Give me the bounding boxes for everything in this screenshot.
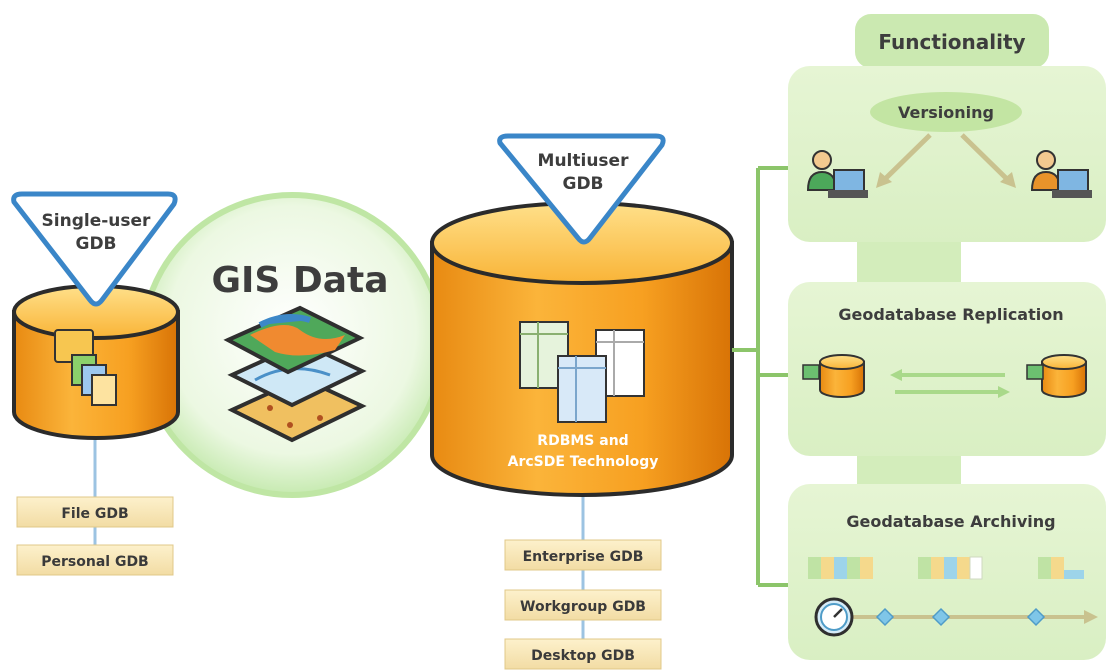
timeline-marker [931, 607, 951, 627]
gis-data-circle: GIS Data [139, 192, 445, 498]
versioning-arrow-left [880, 133, 932, 184]
single-user-badge-line1: Single-user [42, 211, 152, 231]
functionality-header-text: Functionality [878, 30, 1025, 54]
versioning-panel: Versioning [788, 66, 1106, 242]
file-gdb-text: File GDB [61, 506, 128, 522]
archive-bars-1 [808, 557, 873, 579]
workgroup-gdb-text: Workgroup GDB [520, 599, 646, 615]
replication-label: Geodatabase Replication [838, 305, 1063, 324]
panel-link-2 [857, 452, 961, 488]
clock-icon [814, 597, 854, 637]
small-database-icon [802, 354, 865, 398]
map-layers-icon [223, 305, 367, 443]
desktop-gdb-label: Desktop GDB [504, 638, 662, 670]
multiuser-tech-line2: ArcSDE Technology [508, 454, 659, 470]
workgroup-gdb-label: Workgroup GDB [504, 589, 662, 621]
user-computer-icon [806, 150, 868, 198]
multiuser-badge-line1: Multiuser [538, 151, 630, 171]
gis-data-title: GIS Data [211, 260, 388, 301]
timeline-marker [875, 607, 895, 627]
versioning-label: Versioning [898, 103, 994, 122]
archiving-panel: Geodatabase Archiving [788, 484, 1106, 660]
desktop-gdb-text: Desktop GDB [531, 648, 635, 664]
small-database-icon [1026, 354, 1087, 398]
timeline-marker [1026, 607, 1046, 627]
personal-gdb-text: Personal GDB [41, 554, 148, 570]
enterprise-gdb-label: Enterprise GDB [504, 539, 662, 571]
archive-bars-3 [1038, 557, 1084, 579]
enterprise-gdb-text: Enterprise GDB [523, 549, 644, 565]
single-user-badge: Single-user GDB [11, 191, 178, 307]
multiuser-badge: Multiuser GDB [497, 133, 666, 245]
multiuser-tech-line1: RDBMS and [537, 433, 628, 449]
panel-link-1 [857, 238, 961, 286]
single-user-badge-line2: GDB [75, 234, 116, 254]
functionality-header: Functionality [855, 14, 1049, 68]
versioning-arrow-right [960, 133, 1012, 184]
table-docs-icon [519, 321, 645, 423]
personal-gdb-label: Personal GDB [16, 544, 174, 576]
archive-bars-2 [918, 556, 983, 580]
single-user-cylinder [12, 284, 180, 440]
replication-panel: Geodatabase Replication [788, 282, 1106, 456]
user-computer-icon [1030, 150, 1092, 198]
multiuser-badge-line2: GDB [562, 174, 603, 194]
multiuser-cylinder: RDBMS and ArcSDE Technology [430, 201, 734, 497]
functionality-bracket [732, 166, 790, 587]
file-gdb-label: File GDB [16, 496, 174, 528]
folder-doc-icon [54, 329, 117, 406]
archiving-label: Geodatabase Archiving [846, 512, 1055, 531]
